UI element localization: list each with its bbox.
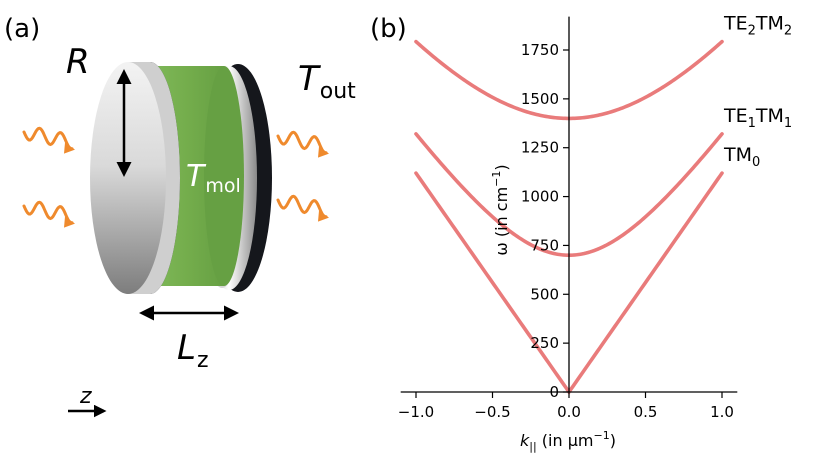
photon-wave — [276, 194, 328, 219]
x-tick-label: −0.5 — [474, 403, 510, 421]
y-tick-label: 750 — [530, 236, 559, 254]
thermal-photons — [22, 126, 329, 228]
y-tick-label: 1000 — [521, 188, 559, 206]
mode-label: TE1TM1 — [723, 105, 792, 131]
photon-arrowhead — [318, 210, 329, 222]
panel-a-label: (a) — [4, 14, 40, 44]
x-tick-label: −1.0 — [398, 403, 434, 421]
t-mol-label: Tmol — [186, 159, 241, 197]
photon-arrowhead — [318, 146, 329, 158]
y-tick-label: 0 — [549, 383, 559, 401]
left-mirror — [90, 62, 180, 294]
y-axis-label: ω (in cm−1) — [490, 164, 511, 255]
dispersion-plot: −1.0 −0.5 0.0 0.5 1.0 0 250 500 750 1000 1250 1500… — [398, 13, 792, 453]
y-tick-label: 250 — [530, 334, 559, 352]
photon-arrowhead — [64, 216, 75, 228]
length-label: Lz — [177, 328, 209, 373]
y-tick-label: 1500 — [521, 90, 559, 108]
panel-b-label: (b) — [370, 14, 407, 44]
radius-label: R — [66, 42, 90, 82]
x-tick-label: 1.0 — [710, 403, 734, 421]
t-out-label: Tout — [298, 59, 356, 104]
x-tick-label: 0.0 — [557, 403, 581, 421]
y-tick-label: 1250 — [521, 139, 559, 157]
mode-label: TM0 — [723, 144, 760, 170]
y-tick-label: 1750 — [521, 41, 559, 59]
panel-b: (b) −1.0 −0.5 0.0 0.5 1.0 0 250 500 750 1000 1250… — [370, 13, 792, 453]
x-axis-label: k|| (in μm−1) — [520, 429, 616, 453]
photon-wave — [22, 126, 74, 151]
x-tick-label: 0.5 — [634, 403, 658, 421]
photon-wave — [22, 200, 74, 225]
y-ticks: 0 250 500 750 1000 1250 1500 1750 — [521, 41, 569, 401]
photon-wave — [276, 130, 328, 155]
panel-a: (a) R Tmol Tout — [4, 14, 356, 418]
mode-label: TE2TM2 — [723, 13, 792, 39]
photon-arrowhead — [64, 142, 75, 154]
z-axis-label: z — [79, 384, 92, 409]
x-ticks: −1.0 −0.5 0.0 0.5 1.0 — [398, 392, 734, 421]
y-tick-label: 500 — [530, 285, 559, 303]
